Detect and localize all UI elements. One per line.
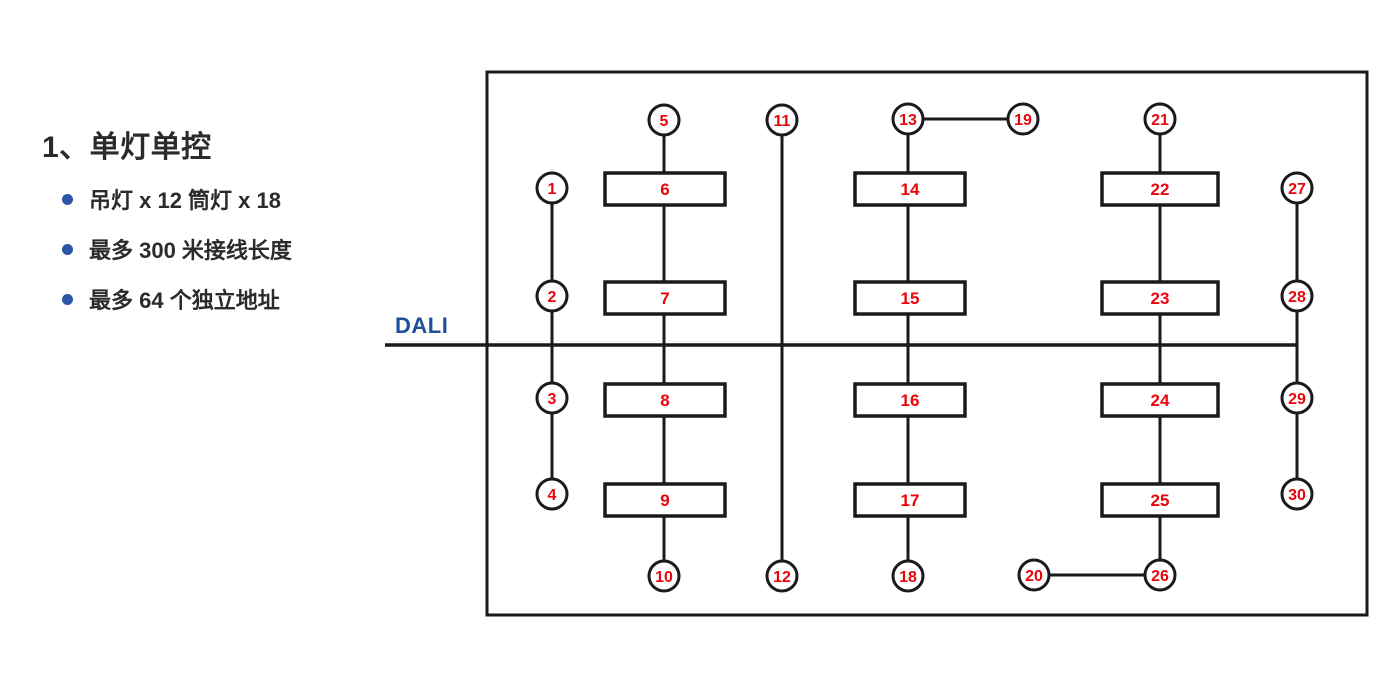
- device-circle-label-11: 11: [774, 113, 791, 130]
- device-circle-10[interactable]: [647, 559, 681, 593]
- device-circle-11[interactable]: [765, 103, 799, 137]
- device-rect-22[interactable]: [1100, 171, 1220, 207]
- device-rect-label-23: 23: [1151, 289, 1170, 308]
- device-circle-label-1: 1: [548, 181, 557, 198]
- device-rect-label-25: 25: [1151, 491, 1170, 510]
- device-rect-label-7: 7: [660, 289, 669, 308]
- device-rect-label-14: 14: [901, 180, 920, 199]
- device-rect-25[interactable]: [1100, 482, 1220, 518]
- dali-bus-label: DALI: [395, 313, 448, 338]
- device-rect-7[interactable]: [603, 280, 727, 316]
- device-rect-label-16: 16: [901, 391, 920, 410]
- device-rect-14[interactable]: [853, 171, 967, 207]
- device-circle-27[interactable]: [1280, 171, 1314, 205]
- device-circle-label-4: 4: [548, 487, 557, 504]
- device-circle-2[interactable]: [535, 279, 569, 313]
- device-circle-3[interactable]: [535, 381, 569, 415]
- device-rect-label-22: 22: [1151, 180, 1170, 199]
- device-circle-1[interactable]: [535, 171, 569, 205]
- device-rect-17[interactable]: [853, 482, 967, 518]
- bullet-item: 最多 300 米接线长度: [62, 232, 292, 266]
- device-circle-label-5: 5: [660, 113, 669, 130]
- description-panel: 1、单灯单控 吊灯 x 12 筒灯 x 18 最多 300 米接线长度 最多 6…: [0, 0, 420, 698]
- bullet-label: 吊灯 x 12 筒灯 x 18: [89, 188, 281, 213]
- connector-layer: [550, 117, 1299, 577]
- device-rect-8[interactable]: [603, 382, 727, 418]
- device-circle-label-3: 3: [548, 391, 557, 408]
- device-circle-19[interactable]: [1006, 102, 1040, 136]
- device-circle-30[interactable]: [1280, 477, 1314, 511]
- device-circle-28[interactable]: [1280, 279, 1314, 313]
- device-circle-12[interactable]: [765, 559, 799, 593]
- device-circle-label-30: 30: [1288, 487, 1306, 504]
- bullet-item: 最多 64 个独立地址: [62, 282, 280, 316]
- device-circle-5[interactable]: [647, 103, 681, 137]
- device-rect-label-8: 8: [660, 391, 669, 410]
- device-rect-15[interactable]: [853, 280, 967, 316]
- device-rect-16[interactable]: [853, 382, 967, 418]
- device-circle-label-2: 2: [548, 289, 557, 306]
- device-circle-label-20: 20: [1025, 568, 1043, 585]
- device-circle-18[interactable]: [891, 559, 925, 593]
- device-rect-label-17: 17: [901, 491, 920, 510]
- device-circle-label-12: 12: [773, 569, 791, 586]
- device-circle-4[interactable]: [535, 477, 569, 511]
- device-rect-label-15: 15: [901, 289, 920, 308]
- device-circle-21[interactable]: [1143, 102, 1177, 136]
- device-circle-label-10: 10: [655, 569, 673, 586]
- device-circle-26[interactable]: [1143, 558, 1177, 592]
- device-circle-label-28: 28: [1288, 289, 1306, 306]
- device-circle-label-27: 27: [1288, 181, 1306, 198]
- device-rect-label-9: 9: [660, 491, 669, 510]
- bullet-dot-icon: [62, 243, 73, 255]
- device-circle-layer: [535, 102, 1314, 593]
- device-circle-label-18: 18: [899, 569, 917, 586]
- bullet-dot-icon: [62, 193, 73, 205]
- bullet-label: 最多 300 米接线长度: [89, 238, 292, 263]
- device-rect-6[interactable]: [603, 171, 727, 207]
- bullet-dot-icon: [62, 293, 73, 305]
- device-circle-label-29: 29: [1288, 391, 1306, 408]
- device-rect-layer: [603, 171, 1220, 518]
- section-heading: 1、单灯单控: [42, 131, 212, 164]
- device-rect-24[interactable]: [1100, 382, 1220, 418]
- device-rect-23[interactable]: [1100, 280, 1220, 316]
- device-rect-9[interactable]: [603, 482, 727, 518]
- bullet-label: 最多 64 个独立地址: [89, 288, 280, 313]
- device-circle-label-13: 13: [899, 112, 917, 129]
- device-circle-20[interactable]: [1017, 558, 1051, 592]
- device-rect-label-6: 6: [660, 180, 669, 199]
- bullet-item: 吊灯 x 12 筒灯 x 18: [62, 182, 281, 216]
- device-circle-label-21: 21: [1151, 112, 1169, 129]
- device-circle-29[interactable]: [1280, 381, 1314, 415]
- device-circle-label-26: 26: [1151, 568, 1169, 585]
- device-rect-label-24: 24: [1151, 391, 1170, 410]
- device-circle-13[interactable]: [891, 102, 925, 136]
- device-circle-label-19: 19: [1014, 112, 1032, 129]
